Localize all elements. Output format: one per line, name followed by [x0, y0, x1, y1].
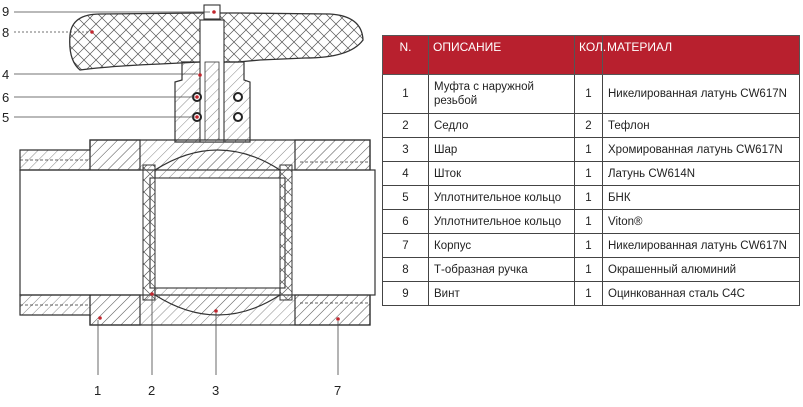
- cell-material: Viton®: [602, 209, 800, 234]
- cell-number: 2: [382, 113, 429, 138]
- cell-description: Уплотнительное кольцо: [428, 209, 575, 234]
- cell-description: Шар: [428, 137, 575, 162]
- cell-material: БНК: [602, 185, 800, 210]
- table-row: 3 Шар 1 Хромированная латунь CW617N: [382, 137, 800, 162]
- table-row: 4 Шток 1 Латунь CW614N: [382, 161, 800, 186]
- cell-quantity: 1: [574, 281, 603, 306]
- callout-1: 1: [94, 383, 101, 398]
- table-row: 6 Уплотнительное кольцо 1 Viton®: [382, 209, 800, 234]
- cell-quantity: 1: [574, 185, 603, 210]
- table-row: 2 Седло 2 Тефлон: [382, 113, 800, 138]
- header-quantity: КОЛ.: [574, 35, 606, 75]
- cell-material: Хромированная латунь CW617N: [602, 137, 800, 162]
- cell-material: Никелированная латунь CW617N: [602, 233, 800, 258]
- cell-material: Латунь CW614N: [602, 161, 800, 186]
- cell-quantity: 1: [574, 209, 603, 234]
- cell-material: Оцинкованная сталь С4С: [602, 281, 800, 306]
- cell-quantity: 1: [574, 161, 603, 186]
- cell-number: 8: [382, 257, 429, 282]
- header-material: МАТЕРИАЛ: [602, 35, 800, 75]
- o-ring-lower-r: [233, 112, 243, 122]
- cell-number: 7: [382, 233, 429, 258]
- table-row: 1 Муфта с наружной резьбой 1 Никелирован…: [382, 74, 800, 114]
- body-right-bottom: [294, 294, 371, 326]
- cell-number: 6: [382, 209, 429, 234]
- callout-8: 8: [2, 25, 9, 40]
- cell-description: Т-образная ручка: [428, 257, 575, 282]
- cell-quantity: 2: [574, 113, 603, 138]
- cell-quantity: 1: [574, 233, 603, 258]
- callout-6: 6: [2, 90, 9, 105]
- threaded-end-bottom: [19, 294, 141, 326]
- cell-number: 1: [382, 74, 429, 114]
- cell-material: Окрашенный алюминий: [602, 257, 800, 282]
- cell-description: Седло: [428, 113, 575, 138]
- cell-number: 4: [382, 161, 429, 186]
- callout-5: 5: [2, 110, 9, 125]
- table-row: 7 Корпус 1 Никелированная латунь CW617N: [382, 233, 800, 258]
- cell-quantity: 1: [574, 74, 603, 114]
- cell-number: 3: [382, 137, 429, 162]
- header-description: ОПИСАНИЕ: [428, 35, 575, 75]
- valve-cross-section-diagram: 9 8 4 6 5 1 2 3 7: [2, 4, 376, 398]
- cell-material: Никелированная латунь CW617N: [602, 74, 800, 114]
- ball-bore: [149, 177, 286, 289]
- callout-2: 2: [148, 383, 155, 398]
- cell-description: Винт: [428, 281, 575, 306]
- table-row: 8 Т-образная ручка 1 Окрашенный алюминий: [382, 257, 800, 282]
- cell-description: Корпус: [428, 233, 575, 258]
- stem-core-hatch: [204, 61, 220, 141]
- seat-right: [279, 164, 293, 301]
- cell-material: Тефлон: [602, 113, 800, 138]
- threaded-end: [19, 139, 141, 171]
- seat-left: [142, 164, 156, 301]
- cell-number: 5: [382, 185, 429, 210]
- table-row: 5 Уплотнительное кольцо 1 БНК: [382, 185, 800, 210]
- callout-9: 9: [2, 4, 9, 19]
- header-number: N.: [382, 35, 429, 75]
- cell-number: 9: [382, 281, 429, 306]
- table-row: 9 Винт 1 Оцинкованная сталь С4С: [382, 281, 800, 306]
- cell-description: Муфта с наружной резьбой: [428, 74, 575, 114]
- cell-description: Шток: [428, 161, 575, 186]
- parts-table: N. ОПИСАНИЕ КОЛ. МАТЕРИАЛ 1 Муфта с нару…: [382, 35, 800, 306]
- callout-4: 4: [2, 67, 9, 82]
- cell-quantity: 1: [574, 137, 603, 162]
- callout-7: 7: [334, 383, 341, 398]
- body-right-top: [294, 139, 371, 171]
- table-header-row: N. ОПИСАНИЕ КОЛ. МАТЕРИАЛ: [382, 35, 800, 75]
- callout-3: 3: [212, 383, 219, 398]
- o-ring-upper-r: [233, 92, 243, 102]
- cell-description: Уплотнительное кольцо: [428, 185, 575, 210]
- cell-quantity: 1: [574, 257, 603, 282]
- part-markers: [90, 10, 340, 321]
